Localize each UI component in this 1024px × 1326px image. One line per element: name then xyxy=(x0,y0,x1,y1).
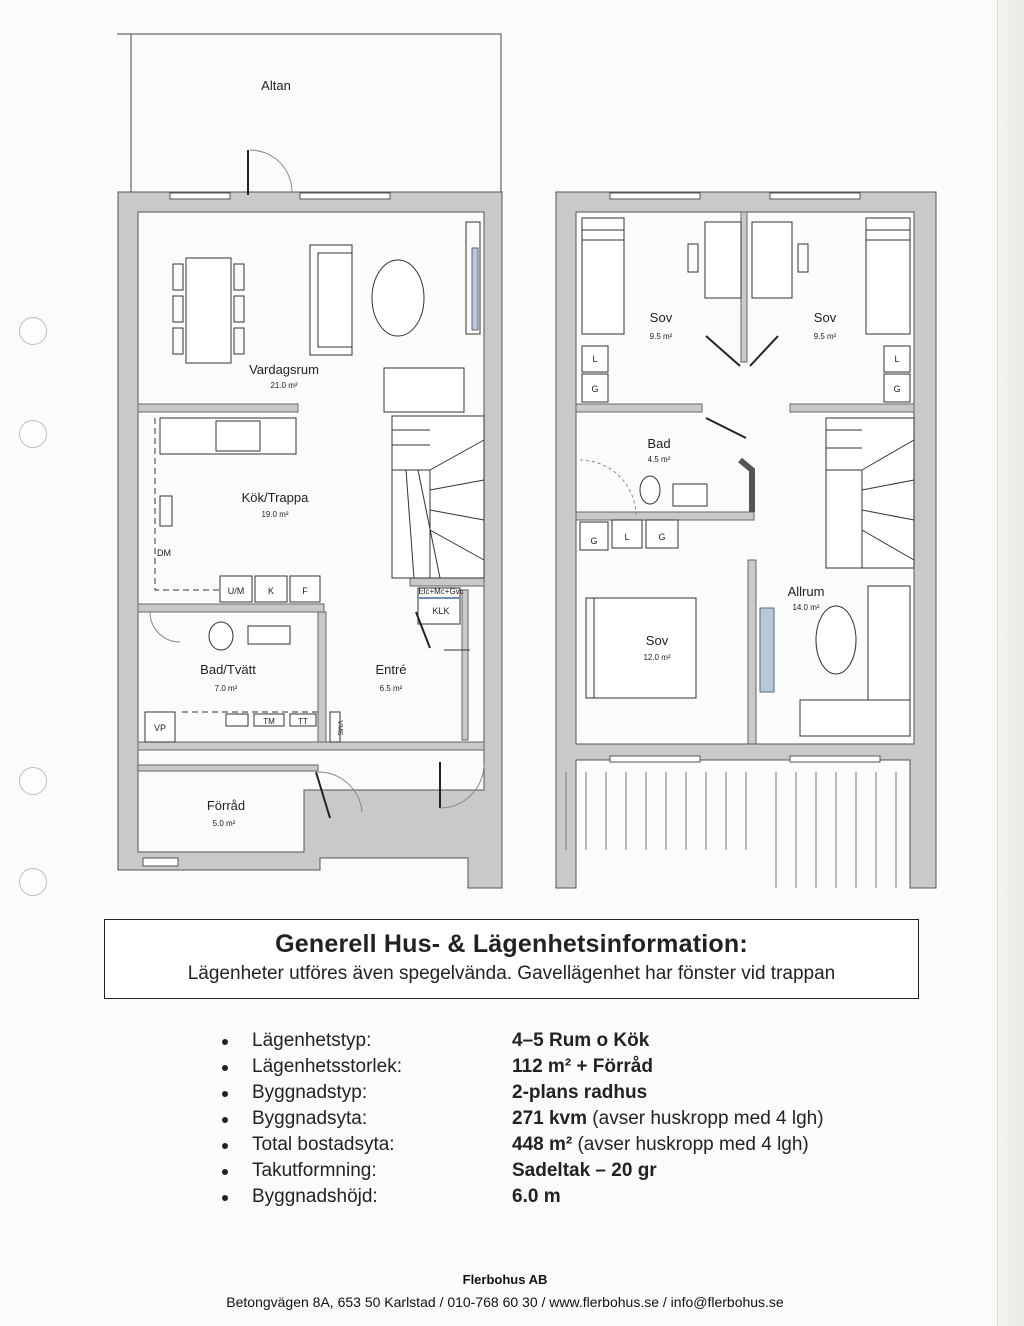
fixture-l: L xyxy=(592,354,597,364)
floor-plan-ground: Altan Vardagsrum 21.0 m² Kök/Trappa 19.0… xyxy=(117,33,503,889)
footer-company: Flerbohus AB xyxy=(462,1272,548,1287)
info-subtitle: Lägenheter utföres även spegelvända. Gav… xyxy=(187,963,836,984)
room-area-badtvatt: 7.0 m² xyxy=(215,684,238,693)
spec-label: Lägenhetsstorlek: xyxy=(252,1056,402,1077)
room-area-bad: 4.5 m² xyxy=(648,455,671,464)
spec-value: 2-plans radhus xyxy=(512,1082,648,1103)
spec-item: Lägenhetstyp: 4–5 Rum o Kök xyxy=(222,1030,922,1056)
exterior-wall-upper xyxy=(555,191,937,889)
room-area-forrad: 5.0 m² xyxy=(213,819,236,828)
fixture-vms: VMS xyxy=(336,720,343,736)
altan-outline xyxy=(130,33,502,193)
spec-label: Takutformning: xyxy=(252,1160,377,1181)
spec-item: Byggnadstyp: 2-plans radhus xyxy=(222,1082,922,1108)
bullet-icon xyxy=(222,1117,228,1123)
fixture-um: U/M xyxy=(228,586,245,596)
room-label-kok: Kök/Trappa xyxy=(242,490,309,505)
spec-label: Total bostadsyta: xyxy=(252,1134,395,1155)
room-label-forrad: Förråd xyxy=(207,798,245,813)
room-label-sov1: Sov xyxy=(650,310,673,325)
spec-item: Byggnadshöjd: 6.0 m xyxy=(222,1186,922,1212)
room-area-sov1: 9.5 m² xyxy=(650,332,673,341)
room-label-vardagsrum: Vardagsrum xyxy=(249,362,319,377)
fixture-g: G xyxy=(590,536,597,546)
spec-label: Byggnadsyta: xyxy=(252,1108,368,1129)
spec-label: Lägenhetstyp: xyxy=(252,1030,372,1051)
punch-hole xyxy=(19,868,47,896)
room-area-vardagsrum: 21.0 m² xyxy=(270,381,297,390)
room-label-badtvatt: Bad/Tvätt xyxy=(200,662,256,677)
fixture-klk: KLK xyxy=(432,606,449,616)
fixture-g: G xyxy=(658,532,665,542)
spec-label: Byggnadstyp: xyxy=(252,1082,368,1103)
fixture-tt: TT xyxy=(298,717,308,726)
spec-value: 4–5 Rum o Kök xyxy=(512,1030,650,1051)
fixture-g: G xyxy=(893,384,900,394)
bullet-icon xyxy=(222,1143,228,1149)
spec-item: Total bostadsyta: 448 m² (avser huskropp… xyxy=(222,1134,922,1160)
fixture-g: G xyxy=(591,384,598,394)
footer-address: Betongvägen 8A, 653 50 Karlstad / 010-76… xyxy=(226,1294,784,1310)
room-label-bad: Bad xyxy=(647,436,670,451)
fixture-l: L xyxy=(624,532,629,542)
spec-value: 448 m² (avser huskropp med 4 lgh) xyxy=(512,1134,809,1155)
bullet-icon xyxy=(222,1065,228,1071)
spec-value: 271 kvm (avser huskropp med 4 lgh) xyxy=(512,1108,824,1129)
spec-item: Byggnadsyta: 271 kvm (avser huskropp med… xyxy=(222,1108,922,1134)
room-label-allrum: Allrum xyxy=(788,584,825,599)
floor-plans: Altan Vardagsrum 21.0 m² Kök/Trappa 19.0… xyxy=(117,33,937,889)
room-area-sov3: 12.0 m² xyxy=(643,653,670,662)
fixture-tm: TM xyxy=(263,717,275,726)
fixture-dm: DM xyxy=(157,548,171,558)
punch-hole xyxy=(19,767,47,795)
bullet-icon xyxy=(222,1169,228,1175)
fixture-elc: Elc+Mc+Gvc xyxy=(418,587,463,596)
spec-value: 112 m² + Förråd xyxy=(512,1056,653,1077)
room-area-sov2: 9.5 m² xyxy=(814,332,837,341)
fixture-vp: VP xyxy=(154,723,166,733)
info-title: Generell Hus- & Lägenhetsinformation: xyxy=(275,930,748,958)
room-area-allrum: 14.0 m² xyxy=(792,603,819,612)
punch-hole xyxy=(19,420,47,448)
room-label-sov2: Sov xyxy=(814,310,837,325)
page-edge xyxy=(997,0,1024,1326)
spec-item: Takutformning: Sadeltak – 20 gr xyxy=(222,1160,922,1186)
room-label-entre: Entré xyxy=(375,662,406,677)
fixture-f: F xyxy=(302,586,308,596)
spec-list: Lägenhetstyp: 4–5 Rum o Kök Lägenhetssto… xyxy=(222,1030,922,1212)
room-area-kok: 19.0 m² xyxy=(261,510,288,519)
spec-value: Sadeltak – 20 gr xyxy=(512,1160,657,1181)
punch-hole xyxy=(19,317,47,345)
bullet-icon xyxy=(222,1195,228,1201)
fixture-l: L xyxy=(894,354,899,364)
bullet-icon xyxy=(222,1091,228,1097)
room-label-altan: Altan xyxy=(261,78,291,93)
info-box: Generell Hus- & Lägenhetsinformation: Lä… xyxy=(104,919,919,999)
spec-item: Lägenhetsstorlek: 112 m² + Förråd xyxy=(222,1056,922,1082)
floor-plan-upper: Sov 9.5 m² Sov 9.5 m² Bad 4.5 m² Sov 12.… xyxy=(555,191,937,889)
spec-label: Byggnadshöjd: xyxy=(252,1186,378,1207)
room-area-entre: 6.5 m² xyxy=(380,684,403,693)
bullet-icon xyxy=(222,1039,228,1045)
exterior-wall xyxy=(117,191,503,889)
fixture-k: K xyxy=(268,586,274,596)
spec-value: 6.0 m xyxy=(512,1186,561,1207)
room-label-sov3: Sov xyxy=(646,633,669,648)
